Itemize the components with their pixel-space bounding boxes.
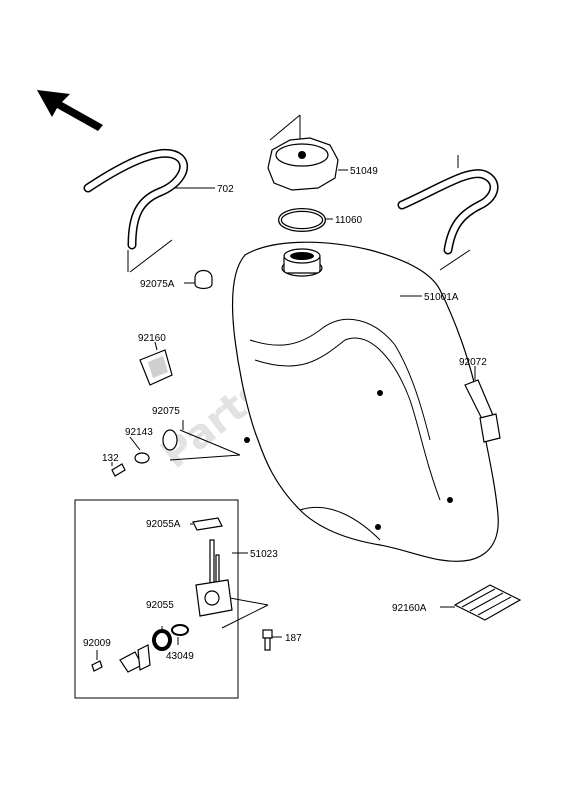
tank-pad-lower: [440, 584, 522, 621]
front-arrow-icon: [37, 90, 103, 131]
part-label-92055a: 92055A: [146, 519, 181, 530]
part-label-43049: 43049: [166, 651, 194, 662]
fuel-hose-left: [83, 148, 215, 273]
fuel-cock: [190, 517, 269, 629]
part-label-51049: 51049: [350, 166, 378, 177]
part-label-51023: 51023: [250, 549, 278, 560]
fuel-cock-lever: [91, 644, 151, 673]
fuel-hose-right: [397, 155, 499, 271]
part-label-92009: 92009: [83, 638, 111, 649]
part-label-92143: 92143: [125, 427, 153, 438]
part-label-11060: 11060: [335, 215, 363, 226]
part-label-92075: 92075: [152, 406, 180, 417]
part-label-92160: 92160: [138, 333, 166, 344]
tank-strap: [464, 366, 501, 443]
oring-and-screen: [152, 624, 189, 651]
mounting-hardware-left: [111, 420, 241, 477]
part-label-702: 702: [217, 184, 234, 195]
tank-pad-upper: [139, 341, 173, 386]
part-label-92075a: 92075A: [140, 279, 175, 290]
part-label-92072: 92072: [459, 357, 487, 368]
fuel-cap: [267, 114, 348, 191]
part-label-92055: 92055: [146, 600, 174, 611]
part-label-187: 187: [285, 633, 302, 644]
rubber-cap: [184, 269, 213, 290]
fuel-tank: [231, 241, 499, 562]
part-label-51001a: 51001A: [424, 292, 459, 303]
tank-bolt: [262, 629, 282, 651]
part-label-92160a: 92160A: [392, 603, 427, 614]
part-label-132: 132: [102, 453, 119, 464]
cap-gasket-ring: [278, 208, 333, 232]
